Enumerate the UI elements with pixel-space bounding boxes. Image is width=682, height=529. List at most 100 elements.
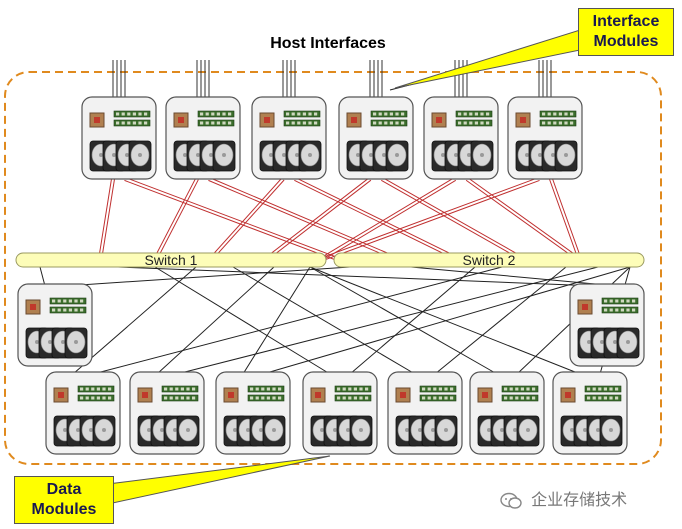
switch-data-link <box>39 266 46 287</box>
data-callout-line2: Modules <box>31 501 97 518</box>
data-module <box>45 371 121 455</box>
memory-chip <box>102 396 106 400</box>
cpu-core <box>582 304 588 310</box>
memory-chip <box>144 121 148 125</box>
cpu-core <box>565 392 571 398</box>
memory-chip <box>401 112 405 116</box>
memory-chip <box>180 387 184 391</box>
memory-chip <box>509 396 513 400</box>
disk-spindle <box>609 428 613 432</box>
interface-switch-link <box>467 177 582 260</box>
memory-icon <box>501 385 539 393</box>
memory-chip <box>463 121 467 125</box>
memory-chip <box>609 387 613 391</box>
memory-chip <box>278 396 282 400</box>
switch-data-link <box>92 266 503 375</box>
memory-icon <box>283 110 321 118</box>
cpu-core <box>142 392 148 398</box>
disk-spindle <box>333 428 337 432</box>
disk-spindle <box>444 428 448 432</box>
interface-switch-link <box>294 179 460 262</box>
interface-switch-link <box>295 177 461 260</box>
memory-chip <box>186 396 190 400</box>
memory-chip <box>138 112 142 116</box>
cpu-core <box>482 392 488 398</box>
memory-chip <box>444 387 448 391</box>
memory-chip <box>52 308 56 312</box>
memory-chip <box>626 299 630 303</box>
memory-chip <box>615 299 619 303</box>
switch-data-link <box>117 266 598 287</box>
memory-chip <box>564 112 568 116</box>
disk-spindle <box>369 153 373 157</box>
interface-switch-link <box>319 177 539 260</box>
memory-chip <box>57 299 61 303</box>
switch-data-link <box>232 266 416 375</box>
cpu-core <box>58 392 64 398</box>
memory-chip <box>474 121 478 125</box>
disk-spindle <box>48 340 52 344</box>
data-link-group <box>39 266 631 375</box>
interface-module <box>251 96 327 180</box>
disk-spindle <box>272 428 276 432</box>
cpu-core <box>436 117 442 123</box>
memory-chip <box>486 112 490 116</box>
disk-spindle <box>356 153 360 157</box>
disk-spindle <box>186 428 190 432</box>
memory-chip <box>200 112 204 116</box>
switch-label: Switch 1 <box>145 252 198 268</box>
interface-switch-link <box>153 178 197 260</box>
memory-chip <box>222 112 226 116</box>
memory-chip <box>532 387 536 391</box>
memory-chip <box>342 396 346 400</box>
interface-module <box>81 96 157 180</box>
memory-chip <box>384 112 388 116</box>
memory-chip <box>116 121 120 125</box>
disk-spindle <box>626 340 630 344</box>
disk-spindle <box>320 428 324 432</box>
memory-chip <box>438 387 442 391</box>
memory-chip <box>222 121 226 125</box>
switch-data-link <box>410 266 618 287</box>
memory-chip <box>553 112 557 116</box>
memory-chip <box>620 308 624 312</box>
disk-spindle <box>102 428 106 432</box>
memory-chip <box>121 121 125 125</box>
memory-chip <box>444 396 448 400</box>
cpu-core <box>30 304 36 310</box>
disk-spindle <box>173 428 177 432</box>
interface-switch-link <box>208 177 283 260</box>
data-module <box>552 371 628 455</box>
data-module <box>129 371 205 455</box>
disk-spindle <box>147 428 151 432</box>
disk-spindle <box>246 428 250 432</box>
memory-icon <box>501 394 539 402</box>
memory-chip <box>169 396 173 400</box>
disk-spindle <box>160 428 164 432</box>
memory-icon <box>370 119 408 127</box>
memory-chip <box>474 112 478 116</box>
interface-modules-callout: Interface Modules <box>578 8 674 56</box>
memory-chip <box>348 396 352 400</box>
memory-chip <box>175 387 179 391</box>
disk-spindle <box>454 153 458 157</box>
memory-chip <box>480 112 484 116</box>
switch-data-link <box>176 266 599 375</box>
memory-chip <box>138 121 142 125</box>
memory-chip <box>80 299 84 303</box>
module-group <box>17 96 645 455</box>
memory-chip <box>603 396 607 400</box>
memory-chip <box>255 387 259 391</box>
interface-switch-link <box>100 179 115 261</box>
memory-chip <box>175 396 179 400</box>
memory-icon <box>455 110 493 118</box>
disk-spindle <box>525 153 529 157</box>
memory-chip <box>342 387 346 391</box>
disk-spindle <box>441 153 445 157</box>
memory-chip <box>127 112 131 116</box>
switch-data-link <box>434 266 567 375</box>
interface-switch-link <box>265 179 372 262</box>
memory-chip <box>378 121 382 125</box>
